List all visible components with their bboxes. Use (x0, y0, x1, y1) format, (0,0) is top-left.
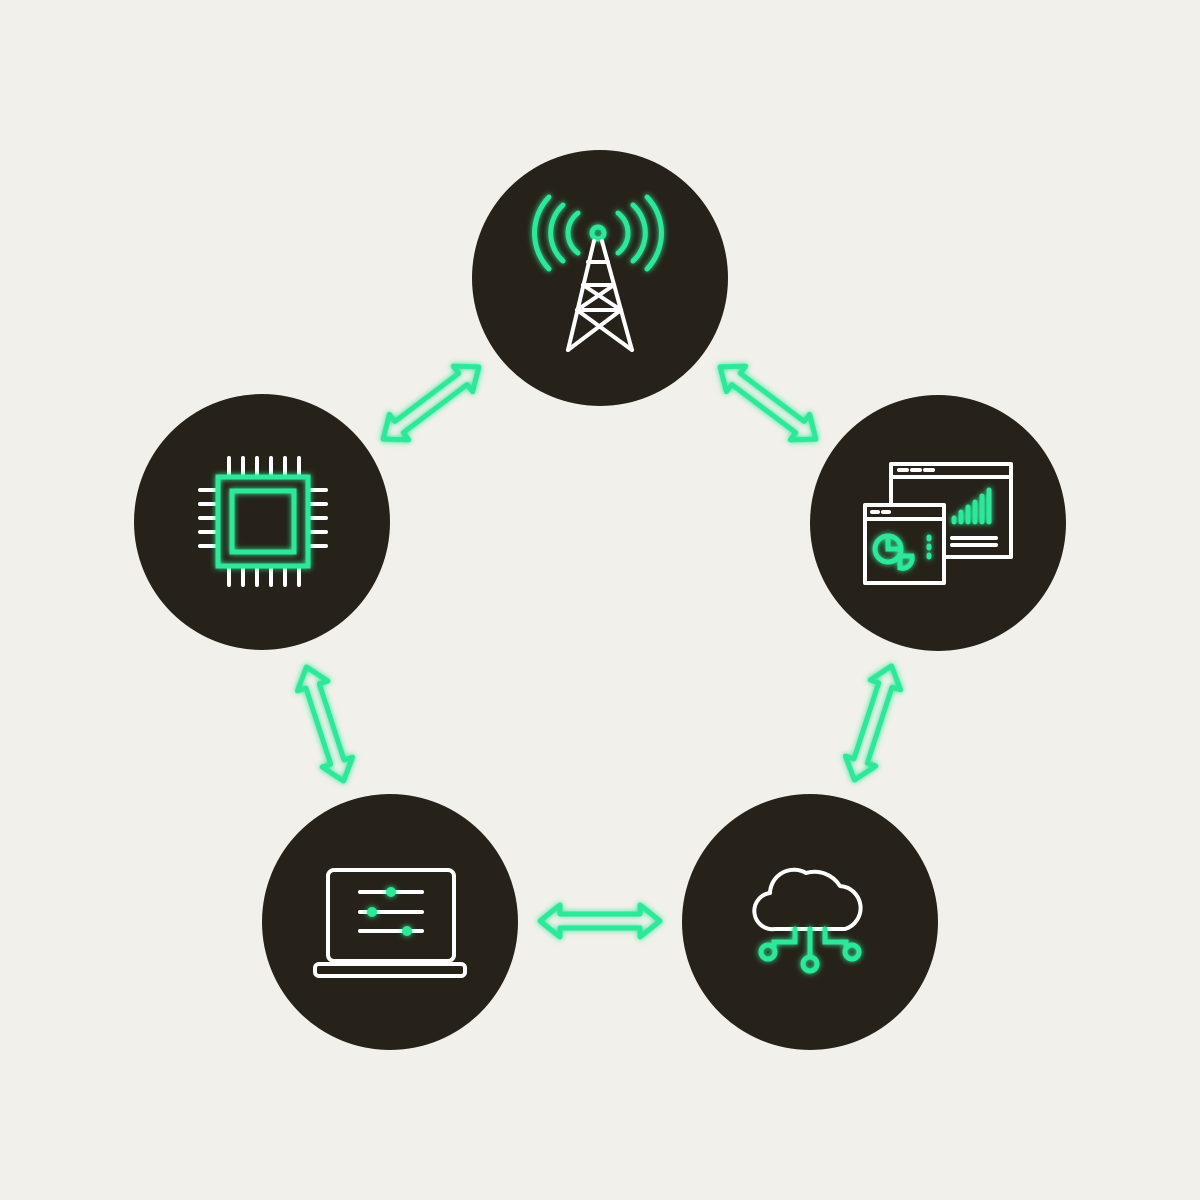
arrow-chip-tower (380, 363, 482, 443)
cloud-network-icon (752, 867, 863, 974)
node-circle (134, 394, 390, 650)
node-dashboard (810, 395, 1066, 651)
node-cloud (682, 794, 938, 1050)
node-circle (682, 794, 938, 1050)
arrow-tower-dashboard (717, 363, 819, 443)
node-chip (134, 394, 390, 650)
node-laptop (262, 794, 518, 1050)
radio-tower-icon (532, 194, 664, 352)
arrow-laptop-chip (294, 664, 356, 784)
laptop-settings-icon (313, 868, 467, 978)
node-circle (262, 794, 518, 1050)
connection-arrows (294, 363, 904, 940)
node-circle (472, 150, 728, 406)
node-tower (472, 150, 728, 406)
arrow-dashboard-cloud (842, 663, 904, 783)
analytics-dashboard-icon (863, 462, 1013, 585)
arrow-cloud-laptop (537, 902, 663, 940)
microchip-icon (198, 456, 328, 587)
